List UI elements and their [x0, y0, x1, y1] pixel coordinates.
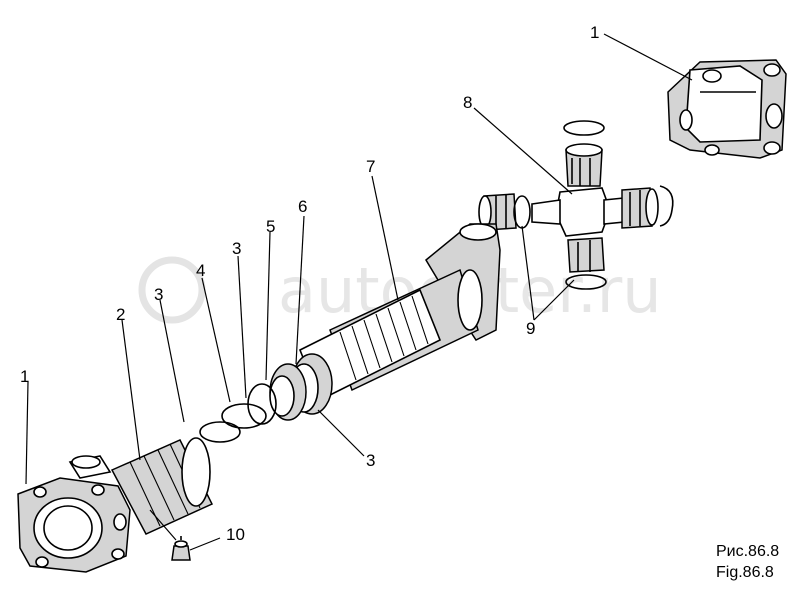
callout-3-left: 3: [154, 285, 163, 304]
watermark-logo-ring: [138, 256, 206, 324]
flange-yoke-top: [667, 59, 787, 159]
callout-2: 2: [116, 305, 125, 324]
leader-2: [121, 319, 141, 461]
leader-4: [201, 277, 231, 403]
leader-1-left: [25, 381, 29, 485]
flange-yoke-bottom: [17, 477, 131, 573]
leader-5: [265, 231, 271, 381]
leader-10: [189, 537, 221, 551]
leader-lines: [25, 33, 693, 551]
callout-3-lower: 3: [366, 451, 375, 470]
callouts: 1 8 7 6 5 3 4 3 2 1 9 3 10: [20, 23, 599, 544]
leader-6: [295, 215, 305, 365]
callout-5: 5: [266, 217, 275, 236]
callout-9: 9: [526, 319, 535, 338]
callout-1-top: 1: [590, 23, 599, 42]
universal-joint-cross: [478, 120, 674, 290]
leader-7: [371, 175, 399, 301]
callout-10: 10: [226, 525, 245, 544]
callout-8: 8: [463, 93, 472, 112]
leader-10-b: [149, 509, 177, 541]
seal-rings-group: [199, 353, 333, 443]
callout-3-upper: 3: [232, 239, 241, 258]
leader-3-left: [159, 299, 185, 423]
leader-3-upper: [237, 255, 247, 399]
callout-6: 6: [298, 197, 307, 216]
callout-4: 4: [196, 261, 205, 280]
callout-7: 7: [366, 157, 375, 176]
caption-en: Fig.86.8: [716, 564, 774, 581]
grease-nipple: [171, 536, 191, 561]
leader-1-top: [603, 33, 693, 81]
splined-sleeve: [68, 437, 214, 535]
caption-ru: Рис.86.8: [716, 543, 779, 560]
leader-9-right: [533, 279, 575, 321]
leader-9-left: [521, 225, 535, 321]
callout-1-left: 1: [20, 367, 29, 386]
sliding-yoke: [298, 223, 501, 402]
figure-caption: Рис.86.8 Fig.86.8: [716, 543, 779, 581]
leader-3-lower: [317, 409, 365, 457]
leader-8: [473, 107, 573, 195]
